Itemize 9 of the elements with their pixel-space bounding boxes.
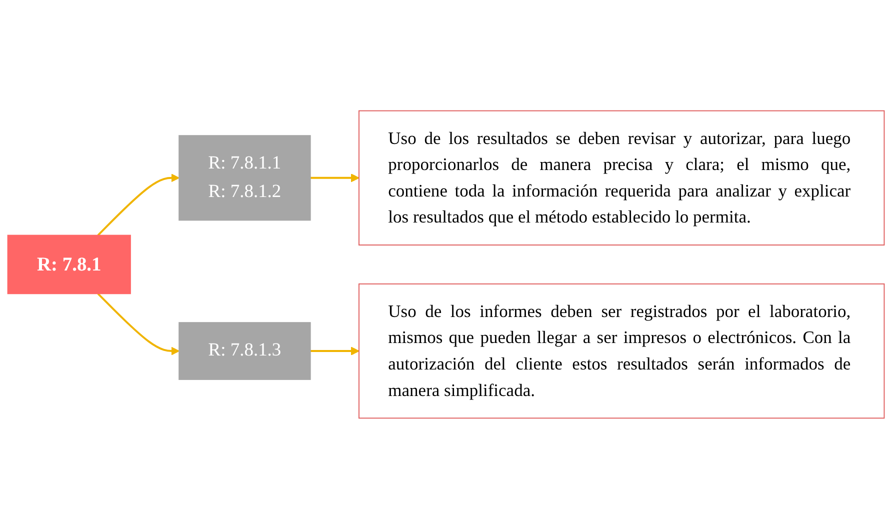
node-box: Uso de los informes deben ser registrados por el laboratorio, mismos que pueden llegar a ser impresos o electrónicos. Con la autorización del cliente estos resultados serán informados de manera simplificada.: [358, 283, 885, 419]
arrow: [97, 292, 180, 356]
node-box: R: 7.8.1.1 R: 7.8.1.2: [178, 135, 311, 221]
node-box: Uso de los resultados se deben revisar y autorizar, para luego proporcionarlos de manera precisa y clara; el mismo que, contiene toda la información requerida para analizar y explicar los resultados que el método establecido lo permita.: [358, 110, 885, 246]
arrow: [97, 174, 180, 236]
node-box: R: 7.8.1.3: [178, 322, 311, 380]
node-box: R: 7.8.1: [7, 234, 131, 294]
arrow: [310, 174, 360, 182]
arrow: [310, 346, 360, 356]
